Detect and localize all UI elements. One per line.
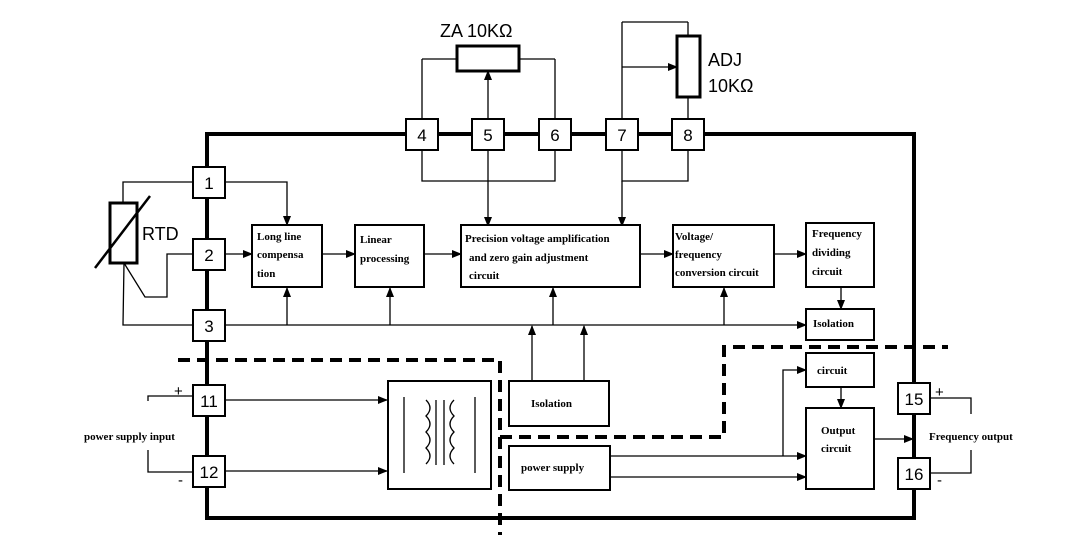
terminal-4: 4 [405, 118, 439, 151]
adj-potentiometer: ADJ 10KΩ [621, 21, 753, 119]
freq-output-label: Frequency output [929, 431, 1013, 443]
block-long-line-compensation: Long line compensa tion [251, 224, 323, 288]
isolation-boundary [178, 345, 948, 535]
svg-text:4: 4 [417, 126, 426, 145]
terminal-6: 6 [538, 118, 572, 151]
power-input-label: power supply input [84, 431, 175, 443]
terminal-7: 7 [605, 118, 639, 151]
freqdiv-line3: circuit [812, 266, 843, 278]
output-line2: circuit [821, 443, 852, 455]
vf-line2: frequency [675, 249, 722, 261]
svg-text:1: 1 [204, 174, 213, 193]
svg-text:11: 11 [200, 392, 218, 411]
freqdiv-line1: Frequency [812, 228, 862, 240]
rtd-element [108, 201, 139, 265]
vf-line3: conversion circuit [675, 267, 759, 279]
terminal-1: 1 [192, 166, 226, 199]
transformer [387, 380, 492, 490]
za-resistor [455, 44, 521, 73]
svg-text:3: 3 [204, 317, 213, 336]
top-terminal-wires [421, 150, 689, 182]
block-frequency-dividing: Frequency dividing circuit [805, 222, 875, 288]
circuit-label: circuit [817, 365, 848, 377]
block-voltage-frequency: Voltage/ frequency conversion circuit [672, 224, 775, 288]
block-power-supply: power supply [508, 445, 611, 491]
rtd-label: RTD [142, 224, 179, 244]
isolation-right-label: Isolation [813, 318, 854, 330]
za-potentiometer: ZA 10KΩ [421, 21, 556, 119]
terminal-8: 8 [671, 118, 705, 151]
block-linear-processing: Linear processing [354, 224, 425, 288]
svg-text:12: 12 [200, 463, 219, 482]
output-line1: Output [821, 425, 856, 437]
terminal-12: 12 [192, 455, 226, 488]
long-line-line2: compensa [257, 249, 304, 261]
adj-label-line1: ADJ [708, 50, 742, 70]
za-label: ZA 10KΩ [440, 21, 513, 41]
block-isolation-middle: Isolation [508, 380, 610, 427]
terminal-15: 15 [897, 382, 931, 415]
terminal-5: 5 [471, 118, 505, 151]
svg-text:2: 2 [204, 246, 213, 265]
rtd-wires [122, 181, 193, 326]
svg-text:6: 6 [550, 126, 559, 145]
svg-text:8: 8 [683, 126, 692, 145]
vf-line1: Voltage/ [675, 231, 714, 243]
rtd-sensor: RTD [94, 195, 179, 269]
precision-line3: circuit [469, 270, 500, 282]
linear-line2: processing [360, 253, 410, 265]
terminal-3: 3 [192, 309, 226, 342]
power-supply-label: power supply [521, 462, 585, 474]
precision-line1: Precision voltage amplification [465, 233, 610, 245]
freq-output-plus: + [935, 384, 944, 401]
adj-resistor [675, 34, 702, 99]
freq-output-minus: - [937, 472, 942, 489]
transformer-box [387, 380, 492, 490]
svg-text:5: 5 [483, 126, 492, 145]
svg-text:7: 7 [617, 126, 626, 145]
terminal-11: 11 [192, 384, 226, 417]
linear-line1: Linear [360, 234, 392, 246]
terminal-2: 2 [192, 238, 226, 271]
long-line-line3: tion [257, 268, 275, 280]
isolation-mid-label: Isolation [531, 398, 572, 410]
precision-line2: and zero gain adjustment [469, 252, 589, 264]
block-precision-amplification: Precision voltage amplification and zero… [460, 224, 641, 288]
long-line-line1: Long line [257, 231, 301, 243]
block-output-circuit: Output circuit [805, 407, 875, 490]
svg-text:16: 16 [905, 465, 924, 484]
freqdiv-line2: dividing [812, 247, 851, 259]
block-circuit: circuit [805, 352, 875, 388]
power-input-minus: - [178, 472, 183, 489]
power-input-plus: + [174, 383, 183, 400]
adj-label-line2: 10KΩ [708, 76, 753, 96]
block-isolation-right: Isolation [805, 308, 875, 341]
svg-text:15: 15 [905, 390, 924, 409]
terminal-16: 16 [897, 457, 931, 490]
